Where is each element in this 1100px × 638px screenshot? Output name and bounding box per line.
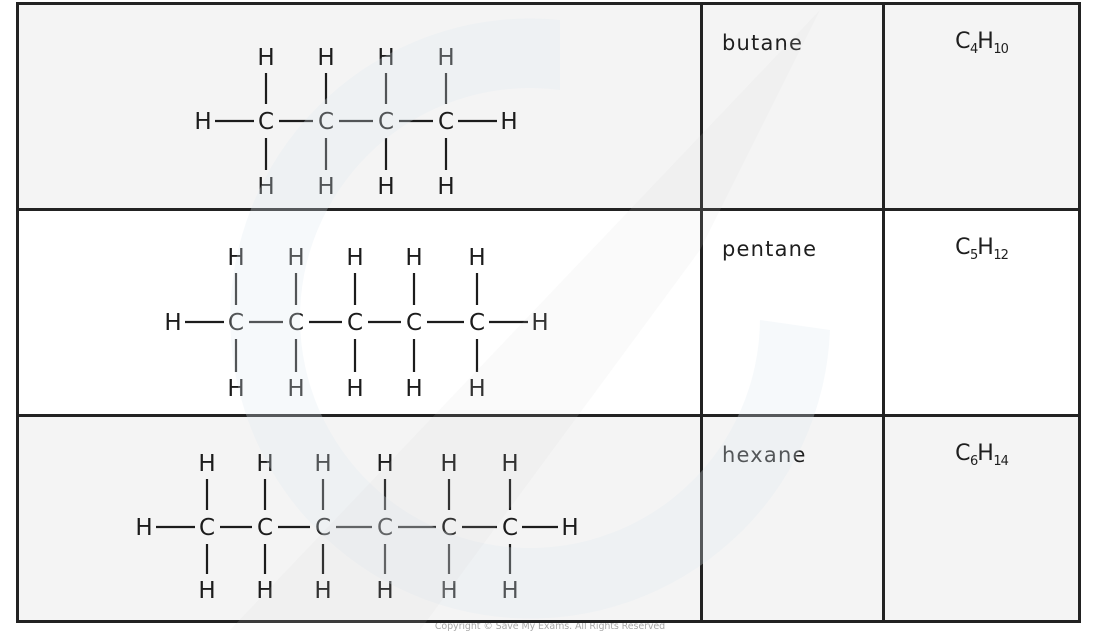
hydrogen-atom: H	[257, 174, 274, 200]
molecular-formula-cell: C4H10	[882, 2, 1081, 211]
hydrogen-atom: H	[314, 578, 331, 604]
hydrogen-atom: H	[198, 578, 215, 604]
hydrogen-atom: H	[377, 45, 394, 71]
hydrogen-atom: H	[317, 45, 334, 71]
hydrogen-atom: H	[531, 310, 548, 336]
hydrogen-atom: H	[317, 174, 334, 200]
hydrogen-atom: H	[468, 245, 485, 271]
carbon-atom: C	[406, 310, 422, 336]
displayed-formula-cell: H H C H H C H H C H H C H H C H H	[16, 208, 703, 417]
hydrogen-atom: H	[377, 174, 394, 200]
table-row-hexane: H H C H H C H H C H H C H H C H H C H H hexane C6H14	[16, 414, 1081, 623]
alkane-name: hexane	[722, 443, 807, 467]
table-row-pentane: H H C H H C H H C H H C H H C H H pentane C5H12	[16, 208, 1081, 417]
hydrogen-atom: H	[405, 245, 422, 271]
hydrogen-atom: H	[437, 174, 454, 200]
displayed-formula-cell: H H C H H C H H C H H C H H	[16, 2, 703, 211]
carbon-atom: C	[377, 515, 393, 541]
hydrogen-atom: H	[227, 376, 244, 402]
hydrogen-atom: H	[287, 376, 304, 402]
molecular-formula: C5H12	[955, 235, 1009, 263]
hydrogen-atom: H	[164, 310, 181, 336]
carbon-atom: C	[258, 109, 274, 135]
hydrogen-atom: H	[256, 451, 273, 477]
name-cell: hexane	[700, 414, 885, 623]
hydrogen-atom: H	[440, 578, 457, 604]
hydrogen-atom: H	[376, 451, 393, 477]
carbon-atom: C	[257, 515, 273, 541]
carbon-atom: C	[347, 310, 363, 336]
carbon-atom: C	[228, 310, 244, 336]
molecular-formula: C4H10	[955, 29, 1009, 57]
hydrogen-atom: H	[198, 451, 215, 477]
hydrogen-atom: H	[501, 578, 518, 604]
carbon-atom: C	[469, 310, 485, 336]
carbon-atom: C	[199, 515, 215, 541]
name-cell: pentane	[700, 208, 885, 417]
butane-displayed-formula: H H C H H C H H C H H C H H	[194, 45, 517, 200]
carbon-atom: C	[318, 109, 334, 135]
copyright-notice: Copyright © Save My Exams. All Rights Re…	[434, 621, 666, 632]
alkane-name: pentane	[722, 237, 818, 261]
hydrogen-atom: H	[135, 515, 152, 541]
alkane-name: butane	[722, 31, 804, 55]
alkanes-table: H H C H H C H H C H H C H H butane C4H10 H H C H H C H H C H H C…	[16, 2, 1081, 623]
hydrogen-atom: H	[437, 45, 454, 71]
carbon-atom: C	[438, 109, 454, 135]
carbon-atom: C	[502, 515, 518, 541]
hydrogen-atom: H	[405, 376, 422, 402]
hydrogen-atom: H	[440, 451, 457, 477]
carbon-atom: C	[315, 515, 331, 541]
hydrogen-atom: H	[287, 245, 304, 271]
name-cell: butane	[700, 2, 885, 211]
carbon-atom: C	[288, 310, 304, 336]
table-row-butane: H H C H H C H H C H H C H H butane C4H10	[16, 2, 1081, 211]
pentane-displayed-formula: H H C H H C H H C H H C H H C H H	[164, 245, 548, 402]
carbon-atom: C	[378, 109, 394, 135]
hydrogen-atom: H	[500, 109, 517, 135]
molecular-formula-cell: C5H12	[882, 208, 1081, 417]
hydrogen-atom: H	[501, 451, 518, 477]
molecular-formula-cell: C6H14	[882, 414, 1081, 623]
hydrogen-atom: H	[346, 376, 363, 402]
hydrogen-atom: H	[561, 515, 578, 541]
hydrogen-atom: H	[468, 376, 485, 402]
hydrogen-atom: H	[194, 109, 211, 135]
hydrogen-atom: H	[314, 451, 331, 477]
hydrogen-atom: H	[346, 245, 363, 271]
hydrogen-atom: H	[257, 45, 274, 71]
hydrogen-atom: H	[227, 245, 244, 271]
hydrogen-atom: H	[256, 578, 273, 604]
displayed-formula-cell: H H C H H C H H C H H C H H C H H C H H	[16, 414, 703, 623]
hydrogen-atom: H	[376, 578, 393, 604]
carbon-atom: C	[441, 515, 457, 541]
hexane-displayed-formula: H H C H H C H H C H H C H H C H H C H H	[135, 451, 578, 604]
molecular-formula: C6H14	[955, 441, 1009, 469]
